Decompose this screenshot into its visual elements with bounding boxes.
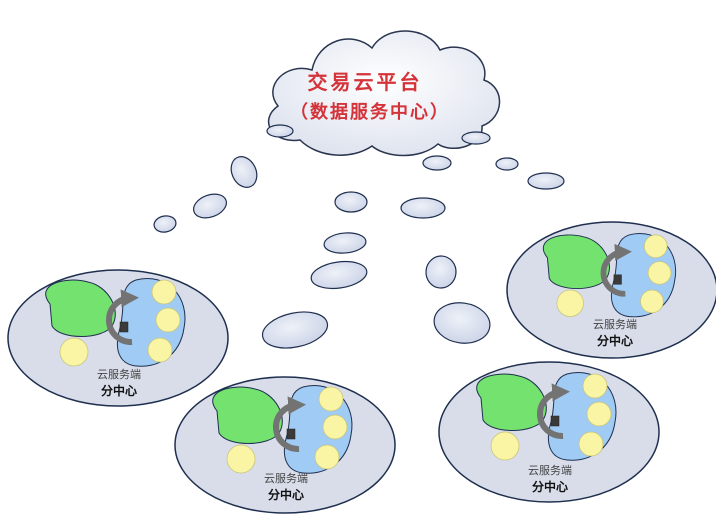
connector-bubble — [192, 193, 228, 219]
connector-bubble — [527, 172, 565, 190]
cloud-platform — [267, 30, 501, 157]
yellow-node — [322, 414, 348, 440]
green-node — [542, 234, 610, 289]
server-icon — [550, 415, 560, 427]
connector-bubble — [433, 302, 491, 344]
cycle-arrow — [106, 289, 139, 346]
yellow-node — [643, 234, 668, 259]
center-left — [7, 269, 229, 407]
green-node — [45, 279, 116, 337]
server-icon — [613, 274, 622, 285]
center-sub-label: 云服务端 — [264, 472, 308, 485]
yellow-node — [556, 289, 584, 317]
server-icon — [119, 321, 129, 333]
yellow-node — [586, 401, 612, 427]
connector-bubble — [153, 215, 177, 233]
center-nodes — [542, 233, 677, 318]
cycle-arrow — [537, 383, 570, 440]
center-nodes — [476, 372, 617, 461]
yellow-node — [582, 373, 608, 399]
center-main-label: 分中心 — [531, 480, 568, 494]
center-bottom-right — [438, 361, 660, 503]
center-nodes — [45, 278, 186, 367]
cloud-shape — [267, 30, 501, 157]
center-label-bottom-middle: 云服务端 分中心 — [236, 472, 336, 504]
connector-bubble — [425, 255, 457, 289]
center-main-label: 分中心 — [596, 334, 633, 348]
connector-bubble — [422, 155, 452, 171]
connector-bubble — [461, 131, 491, 145]
yellow-node — [490, 431, 520, 461]
green-node — [476, 373, 547, 431]
connector-bubble — [400, 197, 446, 219]
center-sub-label: 云服务端 — [97, 368, 141, 381]
connector-bubble — [495, 157, 519, 171]
center-main-label: 分中心 — [100, 384, 137, 398]
center-bottom-middle — [174, 376, 396, 514]
yellow-node — [226, 444, 256, 474]
cloud-title: 交易云平台 — [307, 70, 423, 94]
yellow-node — [318, 386, 344, 412]
center-nodes — [212, 385, 353, 474]
connector-bubble — [230, 156, 258, 188]
green-node — [212, 386, 283, 444]
branch-centers — [7, 221, 716, 514]
yellow-node — [640, 289, 664, 314]
center-sub-label: 云服务端 — [528, 464, 572, 477]
yellow-node — [578, 431, 604, 457]
cycle-arrow — [273, 396, 306, 453]
center-main-label: 分中心 — [267, 488, 304, 502]
yellow-node — [147, 337, 173, 363]
connector-bubble — [334, 191, 368, 213]
yellow-node — [155, 307, 181, 333]
cycle-arrow — [600, 243, 632, 297]
connector-bubble — [323, 232, 367, 254]
connector-bubble — [261, 311, 329, 349]
connector-bubble — [266, 124, 294, 138]
center-right — [506, 221, 716, 359]
yellow-node — [314, 444, 340, 470]
center-label-right: 云服务端 分中心 — [565, 318, 665, 350]
center-label-bottom-right: 云服务端 分中心 — [500, 464, 600, 496]
center-sub-label: 云服务端 — [593, 318, 637, 331]
yellow-node — [151, 279, 177, 305]
center-label-left: 云服务端 分中心 — [69, 368, 169, 400]
connector-bubble — [310, 260, 368, 290]
yellow-node — [59, 337, 89, 367]
server-icon — [286, 428, 296, 440]
yellow-node — [647, 261, 672, 285]
cloud-subtitle: （数据服务中心） — [290, 102, 450, 123]
connector-bubbles — [153, 124, 565, 349]
